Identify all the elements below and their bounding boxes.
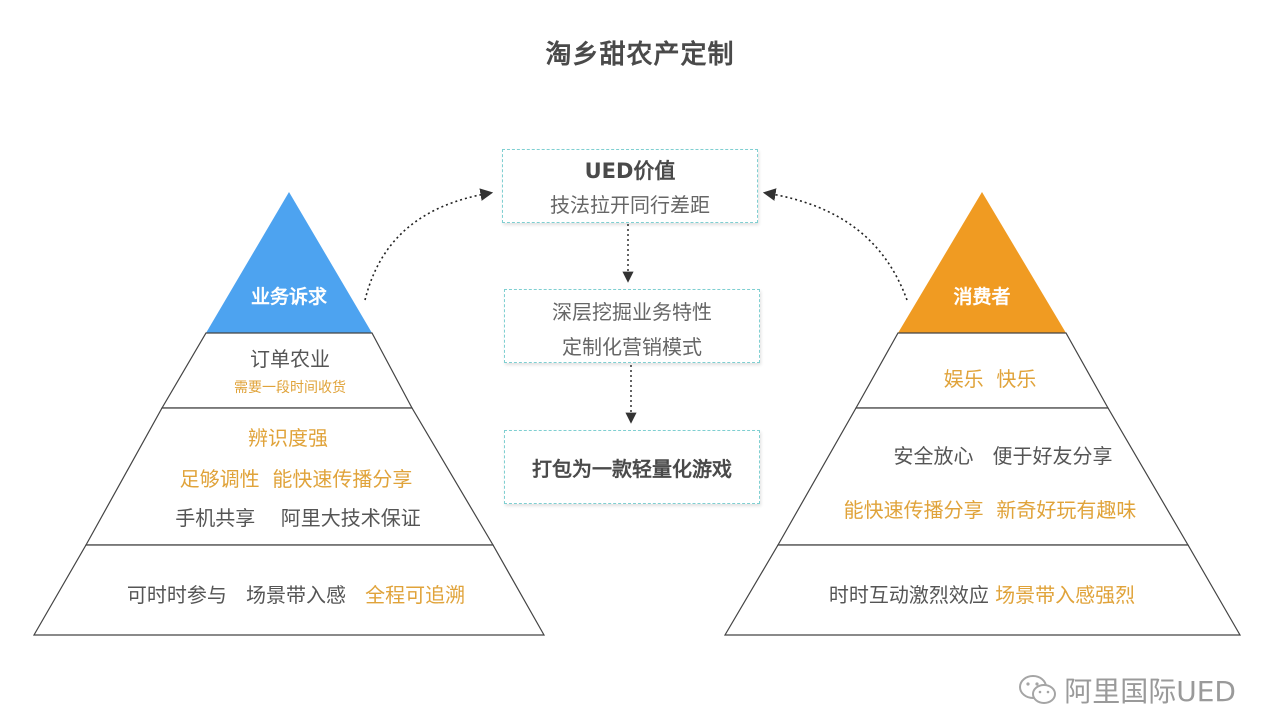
page-title: 淘乡甜农产定制 <box>545 40 735 70</box>
game-package-box: 打包为一款轻量化游戏 <box>504 430 760 504</box>
left-tier2-line3: 手机共享 阿里大技术保证 <box>175 502 420 531</box>
watermark-text: 阿里国际UED <box>1064 675 1236 708</box>
right-tier1-line: 娱乐 快乐 <box>944 363 1037 392</box>
business-insight-box: 深层挖掘业务特性 定制化营销模式 <box>504 289 760 363</box>
business-insight-line1: 深层挖掘业务特性 <box>552 300 712 324</box>
right-tier2-line2: 能快速传播分享 新奇好玩有趣味 <box>844 494 1137 523</box>
right-pyramid-tier2 <box>776 407 1190 546</box>
left-curved-arrow <box>364 188 494 301</box>
ued-value-title: UED价值 <box>584 159 676 183</box>
wechat-icon <box>1019 675 1057 704</box>
business-insight-line2: 定制化营销模式 <box>562 335 702 359</box>
right-tier3-a: 时时互动激烈效应 <box>828 583 989 607</box>
right-tier2-line1-a: 安全放心 <box>893 444 974 468</box>
right-pyramid-apex <box>898 192 1066 333</box>
right-tier1-a: 娱乐 <box>943 367 984 391</box>
left-apex-label: 业务诉求 <box>250 286 328 308</box>
left-tier2-line3-a: 手机共享 <box>175 506 256 530</box>
right-pyramid <box>723 192 1242 636</box>
left-pyramid-tier3 <box>32 544 546 636</box>
left-tier2-line1: 辨识度强 <box>248 426 328 450</box>
left-tier3-a: 可时时参与 <box>126 583 227 607</box>
ued-value-subtitle: 技法拉开同行差距 <box>550 193 710 217</box>
right-pyramid-tier3 <box>723 544 1242 636</box>
right-tier2-line1: 安全放心 便于好友分享 <box>893 440 1112 469</box>
left-tier1-sub: 需要一段时间收货 <box>234 380 346 396</box>
left-tier2-line2-b: 能快速传播分享 <box>272 467 413 491</box>
right-tier2-line1-b: 便于好友分享 <box>992 444 1113 468</box>
left-tier3-b: 场景带入感 <box>246 583 346 607</box>
left-tier3-c: 全程可追溯 <box>365 583 466 607</box>
left-tier2-line2-a: 足够调性 <box>179 467 260 491</box>
right-tier2-line2-b: 新奇好玩有趣味 <box>996 498 1137 522</box>
ued-value-box: UED价值 技法拉开同行差距 <box>502 149 758 223</box>
left-pyramid-apex <box>206 192 372 333</box>
right-tier3-b: 场景带入感强烈 <box>995 583 1136 607</box>
left-tier2-line3-b: 阿里大技术保证 <box>280 506 421 530</box>
left-tier3-line: 可时时参与 场景带入感 全程可追溯 <box>127 579 465 608</box>
left-pyramid <box>32 192 546 636</box>
right-curved-arrow <box>762 188 908 301</box>
right-tier1-b: 快乐 <box>996 367 1037 391</box>
right-tier2-line2-a: 能快速传播分享 <box>843 498 984 522</box>
right-apex-label: 消费者 <box>953 286 1011 308</box>
watermark: 阿里国际UED <box>1018 670 1236 710</box>
left-tier1-main: 订单农业 <box>250 347 330 371</box>
game-package-label: 打包为一款轻量化游戏 <box>532 457 732 481</box>
right-tier3-line: 时时互动激烈效应 场景带入感强烈 <box>829 579 1135 608</box>
left-tier2-line2: 足够调性 能快速传播分享 <box>180 463 413 492</box>
